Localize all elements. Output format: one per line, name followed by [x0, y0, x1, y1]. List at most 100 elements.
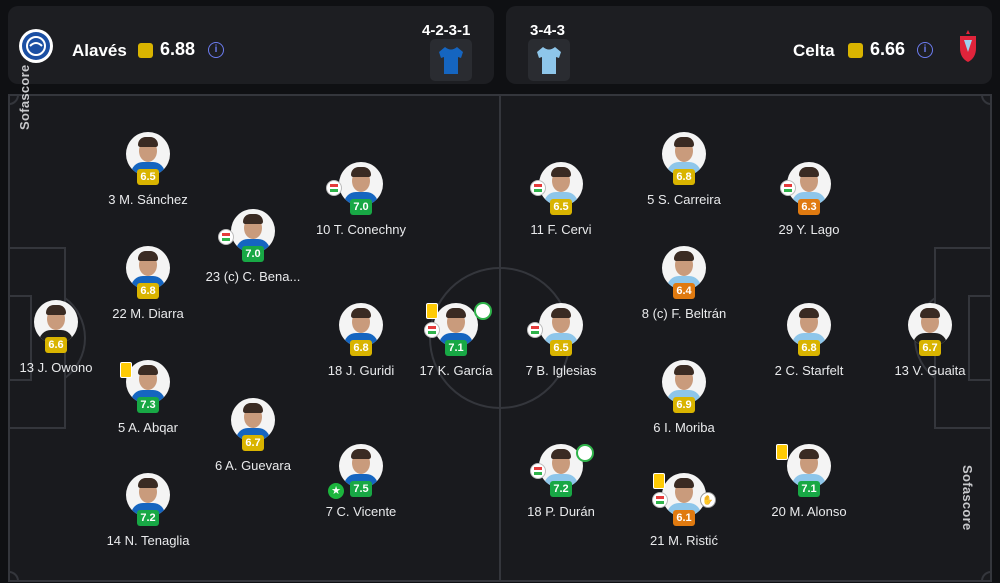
goalkeeper-save-icon: ✋: [700, 492, 716, 508]
player-ristic[interactable]: 6.1 21 M. Ristić: [614, 473, 754, 583]
goal-icon: [576, 444, 594, 462]
player-name: 13 V. Guaita: [894, 363, 966, 378]
celta-crest-icon: [960, 30, 976, 62]
player-rating: 7.2: [550, 481, 572, 497]
player-photo: [126, 360, 170, 404]
sofascore-watermark: Sofascore: [960, 465, 975, 531]
player-name: 23 (c) C. Bena...: [205, 269, 301, 284]
away-formation: 3-4-3: [530, 22, 566, 39]
player-rating: 7.3: [137, 397, 159, 413]
player-rating: 6.5: [550, 199, 572, 215]
player-name: 18 J. Guridi: [327, 363, 395, 378]
player-name: 14 N. Tenaglia: [106, 533, 190, 548]
player-rating: 6.8: [673, 169, 695, 185]
substitution-icon: [424, 322, 440, 338]
player-name: 20 M. Alonso: [771, 504, 847, 519]
substitution-icon: [530, 180, 546, 196]
player-name: 7 C. Vicente: [325, 504, 397, 519]
player-rating: 6.1: [673, 510, 695, 526]
player-photo: [34, 300, 78, 344]
home-team-rating: 6.88: [160, 39, 196, 59]
player-name: 29 Y. Lago: [778, 222, 840, 237]
player-name: 21 M. Ristić: [650, 533, 718, 548]
player-sanchez[interactable]: 6.5 3 M. Sánchez: [78, 132, 218, 242]
player-alonso[interactable]: 7.1 20 M. Alonso: [739, 444, 879, 554]
player-name: 5 A. Abqar: [118, 420, 178, 435]
substitution-icon: [652, 492, 668, 508]
substitution-icon: [218, 229, 234, 245]
player-moriba[interactable]: 6.9 6 I. Moriba: [614, 360, 754, 470]
player-name: 10 T. Conechny: [315, 222, 407, 237]
player-iglesias[interactable]: 6.5 7 B. Iglesias: [491, 303, 631, 413]
home-formation: 4-2-3-1: [422, 22, 471, 39]
substitution-icon: [527, 322, 543, 338]
player-rating: 7.0: [242, 246, 264, 262]
player-of-match-icon: ★: [328, 483, 344, 499]
player-photo: [662, 473, 706, 517]
player-rating: 6.3: [798, 199, 820, 215]
substitution-icon: [530, 463, 546, 479]
sofascore-watermark: Sofascore: [17, 64, 32, 130]
away-team-bar: 3-4-3 Celta 6.66 i: [506, 6, 992, 84]
player-rating: 6.4: [673, 283, 695, 299]
player-name: 6 A. Guevara: [215, 458, 291, 473]
player-rating: 7.0: [350, 199, 372, 215]
player-name: 5 S. Carreira: [647, 192, 721, 207]
home-team-bar: Alavés 6.88 i 4-2-3-1: [8, 6, 494, 84]
player-rating: 6.5: [550, 340, 572, 356]
yellow-card-icon: [776, 444, 788, 460]
player-rating: 6.8: [350, 340, 372, 356]
player-photo: [231, 398, 275, 442]
player-name: 3 M. Sánchez: [108, 192, 188, 207]
player-rating: 6.9: [673, 397, 695, 413]
player-duran[interactable]: 7.2 18 P. Durán: [491, 444, 631, 554]
substitution-icon: [780, 180, 796, 196]
player-rating: 6.7: [919, 340, 941, 356]
player-photo: [787, 303, 831, 347]
away-kit-icon: [528, 39, 570, 81]
away-team-rating: 6.66: [870, 39, 906, 59]
player-guaita[interactable]: 6.7 13 V. Guaita: [860, 303, 1000, 413]
player-rating: 6.8: [798, 340, 820, 356]
home-info-icon[interactable]: i: [208, 42, 224, 58]
player-guridi[interactable]: 6.8 18 J. Guridi: [291, 303, 431, 413]
player-name: 18 P. Durán: [527, 504, 595, 519]
player-carreira[interactable]: 6.8 5 S. Carreira: [614, 132, 754, 242]
substitution-icon: [326, 180, 342, 196]
alaves-crest-icon: [19, 29, 53, 63]
player-rating: 7.2: [137, 510, 159, 526]
player-name: 2 C. Starfelt: [774, 363, 844, 378]
player-photo: [339, 444, 383, 488]
home-team-name[interactable]: Alavés: [72, 41, 127, 60]
away-info-icon[interactable]: i: [917, 42, 933, 58]
player-vicente[interactable]: 7.5 7 C. Vicente: [291, 444, 431, 554]
player-beltran[interactable]: 6.4 8 (c) F. Beltrán: [614, 246, 754, 356]
player-name: 6 I. Moriba: [653, 420, 715, 435]
player-lago[interactable]: 6.3 29 Y. Lago: [739, 162, 879, 272]
player-rating: 7.5: [350, 481, 372, 497]
away-rating-badge-icon: [848, 43, 863, 58]
player-benavidez[interactable]: 7.0 23 (c) C. Bena...: [183, 209, 323, 319]
player-name: 8 (c) F. Beltrán: [641, 306, 727, 321]
player-rating: 6.8: [137, 283, 159, 299]
yellow-card-icon: [653, 473, 665, 489]
home-rating-badge-icon: [138, 43, 153, 58]
player-rating: 7.1: [798, 481, 820, 497]
player-name: 7 B. Iglesias: [525, 363, 597, 378]
away-team-name[interactable]: Celta: [793, 41, 835, 60]
yellow-card-icon: [120, 362, 132, 378]
player-tenaglia[interactable]: 7.2 14 N. Tenaglia: [78, 473, 218, 583]
player-starfelt[interactable]: 6.8 2 C. Starfelt: [739, 303, 879, 413]
goal-icon: [474, 302, 492, 320]
home-kit-icon: [430, 39, 472, 81]
player-conechny[interactable]: 7.0 10 T. Conechny: [291, 162, 431, 272]
player-abqar[interactable]: 7.3 5 A. Abqar: [78, 360, 218, 470]
player-rating: 6.5: [137, 169, 159, 185]
player-name: 13 J. Owono: [19, 360, 93, 375]
player-photo: [539, 303, 583, 347]
